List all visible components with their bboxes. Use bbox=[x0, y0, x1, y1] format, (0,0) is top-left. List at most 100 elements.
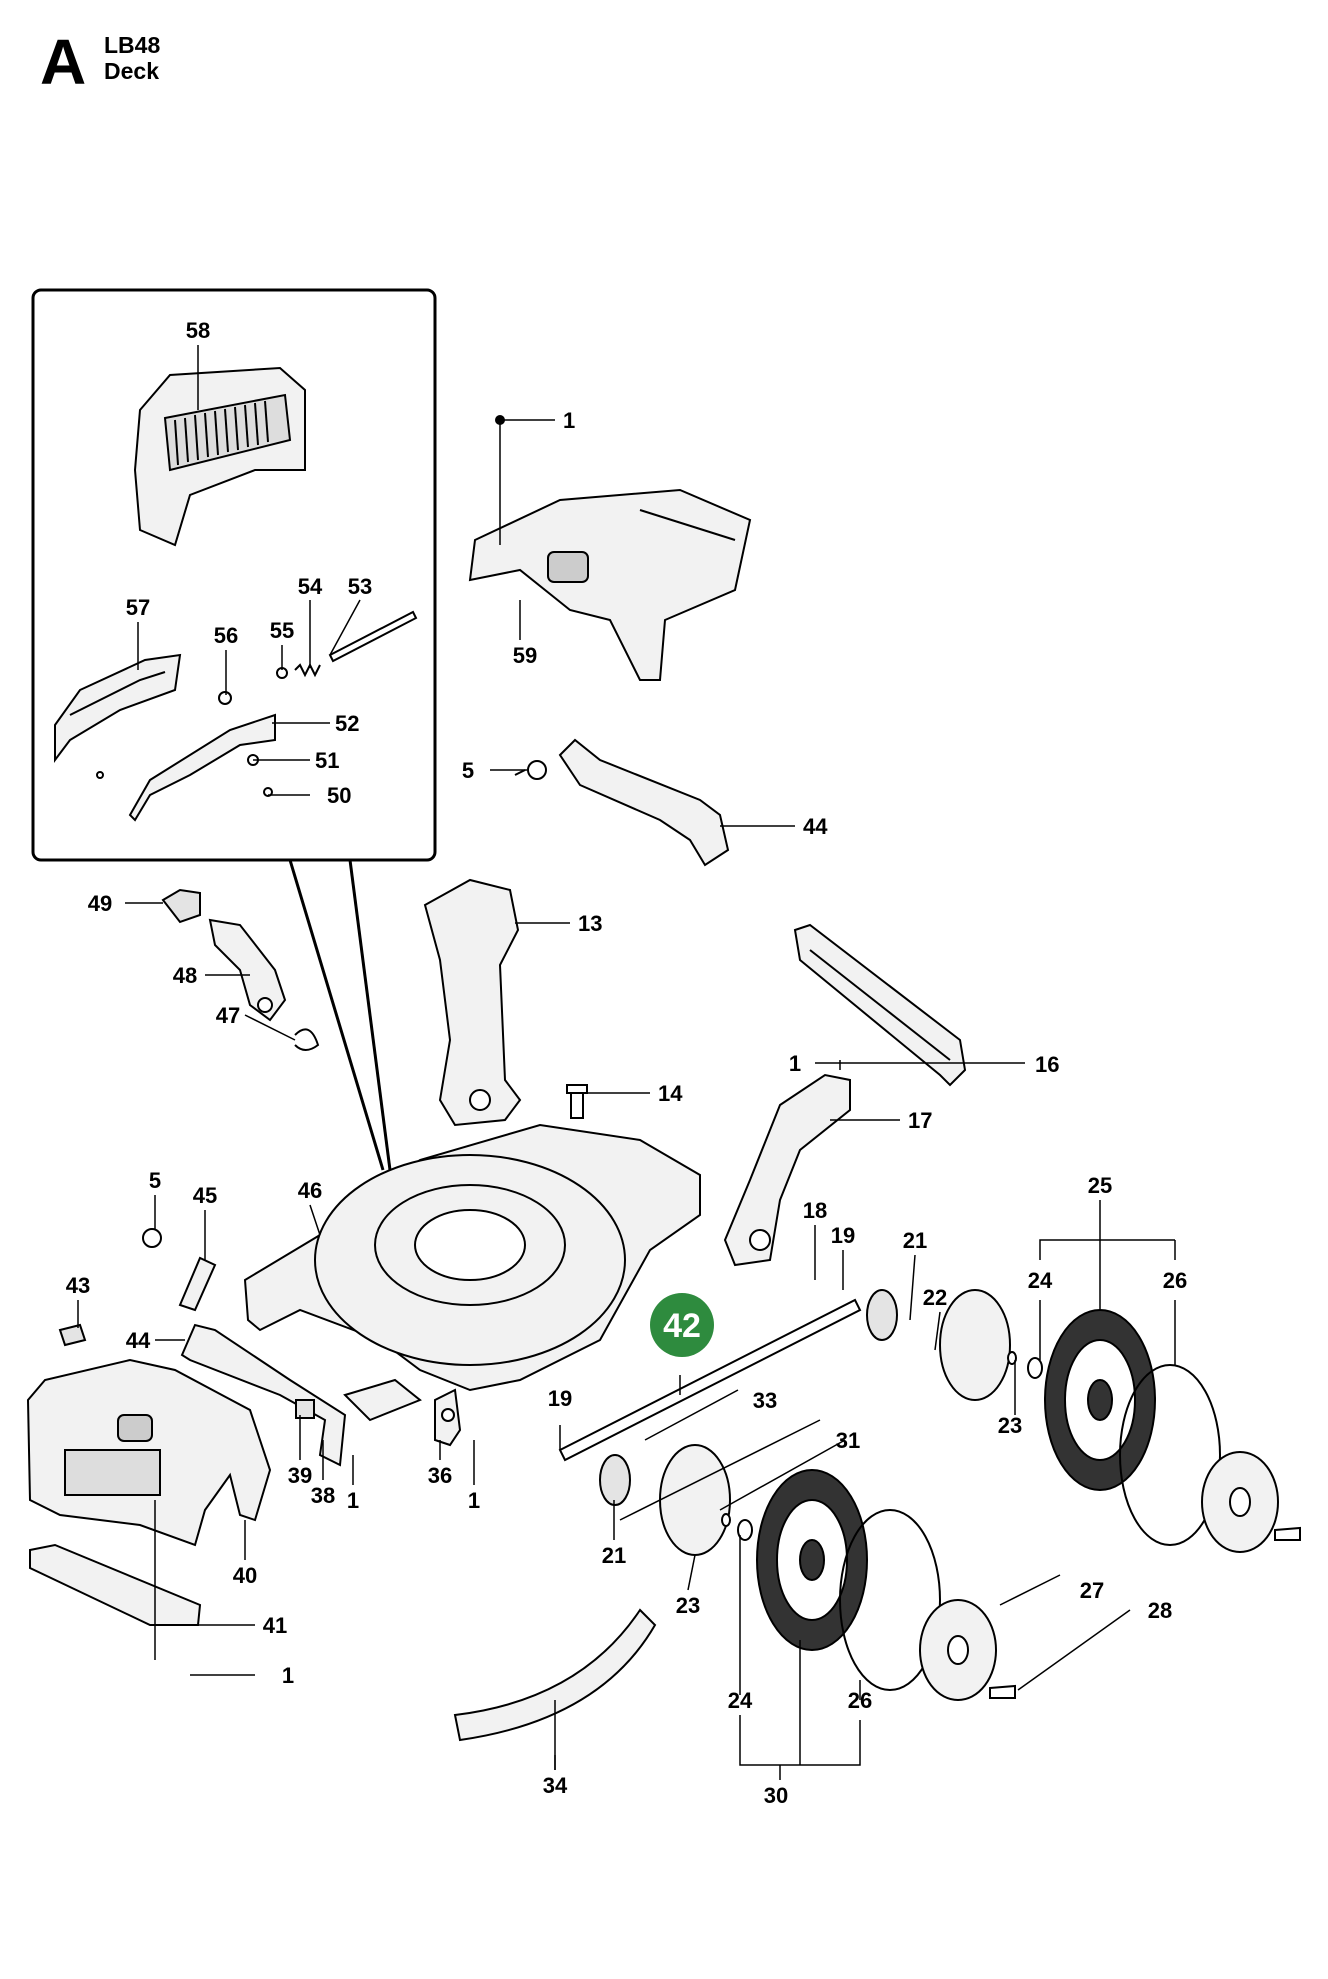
part-40-front-cover bbox=[26, 1358, 272, 1547]
highlight-label: 42 bbox=[663, 1307, 701, 1345]
callout-57: 57 bbox=[126, 595, 150, 620]
part-31-wheel-hub-plate-left bbox=[659, 1444, 731, 1556]
part-26-tire-band-right bbox=[1119, 1364, 1221, 1546]
part-17-right-handle-bracket bbox=[723, 1073, 851, 1267]
part-28-bolt-right bbox=[1274, 1526, 1301, 1541]
callout-25: 25 bbox=[1088, 1173, 1112, 1198]
callout-50: 50 bbox=[327, 783, 351, 808]
callout-23-right: 23 bbox=[998, 1413, 1022, 1438]
part-36-bracket bbox=[434, 1388, 462, 1447]
part-48-handle-latch bbox=[208, 918, 287, 1022]
model-name: LB48 bbox=[104, 32, 161, 58]
callout-26-right: 26 bbox=[1163, 1268, 1187, 1293]
callout-16: 16 bbox=[1035, 1052, 1059, 1077]
part-14-bolt bbox=[566, 1084, 588, 1119]
callout-48: 48 bbox=[173, 963, 197, 988]
callout-51: 51 bbox=[315, 748, 339, 773]
callout-13: 13 bbox=[578, 911, 602, 936]
callout-55: 55 bbox=[270, 618, 294, 643]
callout-1-top: 1 bbox=[563, 408, 575, 433]
callout-30: 30 bbox=[764, 1783, 788, 1808]
inset-detail-box bbox=[31, 288, 437, 1171]
part-39-bushing bbox=[295, 1399, 315, 1419]
callout-19-right: 19 bbox=[831, 1223, 855, 1248]
part-49-knob bbox=[161, 888, 201, 924]
part-59-top-cover bbox=[468, 488, 752, 681]
callout-58: 58 bbox=[186, 318, 210, 343]
callout-18: 18 bbox=[803, 1198, 827, 1223]
callout-39: 39 bbox=[288, 1463, 312, 1488]
part-41-front-plate bbox=[29, 1543, 202, 1626]
callout-46: 46 bbox=[298, 1178, 322, 1203]
callout-43: 43 bbox=[66, 1273, 90, 1298]
callout-53: 53 bbox=[348, 574, 372, 599]
callout-33: 33 bbox=[753, 1388, 777, 1413]
callout-24-left: 24 bbox=[728, 1688, 753, 1713]
part-52-bracket bbox=[128, 713, 276, 822]
part-46-deck bbox=[243, 1123, 701, 1422]
callout-1-bottom: 1 bbox=[282, 1663, 294, 1688]
callout-41: 41 bbox=[263, 1613, 287, 1638]
leader-lines bbox=[77, 345, 1176, 1780]
part-30-wheel-left bbox=[756, 1469, 868, 1651]
part-28-bolt-left bbox=[989, 1684, 1016, 1699]
callout-21-left: 21 bbox=[602, 1543, 626, 1568]
callout-36: 36 bbox=[428, 1463, 452, 1488]
callout-1-right: 1 bbox=[789, 1051, 801, 1076]
callout-52: 52 bbox=[335, 711, 359, 736]
callout-38: 38 bbox=[311, 1483, 335, 1508]
part-44-lever-upper bbox=[558, 738, 730, 867]
callout-labels: 58 57 56 55 54 53 52 51 50 1 59 5 44 49 … bbox=[66, 318, 1187, 1808]
callout-5-lower: 5 bbox=[149, 1168, 161, 1193]
callout-56: 56 bbox=[214, 623, 238, 648]
part-31-wheel-hub-plate-right bbox=[939, 1289, 1011, 1401]
callout-44-lower: 44 bbox=[126, 1328, 151, 1353]
callout-49: 49 bbox=[88, 891, 112, 916]
callout-5-upper: 5 bbox=[462, 758, 474, 783]
part-57-side-panel bbox=[54, 653, 182, 763]
callout-1-mid: 1 bbox=[347, 1488, 359, 1513]
part-26-tire-band-left bbox=[839, 1509, 941, 1691]
part-16-rear-bracket bbox=[793, 923, 967, 1087]
callout-44-upper: 44 bbox=[803, 814, 828, 839]
part-24-washers bbox=[721, 1351, 1043, 1541]
part-44-lever-lower bbox=[180, 1323, 347, 1467]
callout-27: 27 bbox=[1080, 1578, 1104, 1603]
callout-59: 59 bbox=[513, 643, 537, 668]
callout-31: 31 bbox=[836, 1428, 860, 1453]
part-47-clip bbox=[294, 1028, 320, 1051]
part-58-rear-cover bbox=[133, 366, 306, 547]
part-13-left-handle-bracket bbox=[423, 878, 522, 1127]
part-43-tab bbox=[58, 1323, 87, 1347]
part-21-hub-right bbox=[866, 1289, 898, 1341]
part-5-spring-lower bbox=[142, 1228, 162, 1248]
part-25-wheel-right bbox=[1044, 1309, 1156, 1491]
callout-19-left: 19 bbox=[548, 1386, 572, 1411]
callout-40: 40 bbox=[233, 1563, 257, 1588]
callout-23-left: 23 bbox=[676, 1593, 700, 1618]
callout-34: 34 bbox=[543, 1773, 568, 1798]
callout-22: 22 bbox=[923, 1285, 947, 1310]
section-letter: A bbox=[40, 26, 87, 98]
part-53-rod bbox=[328, 610, 418, 663]
callout-28: 28 bbox=[1148, 1598, 1172, 1623]
part-54-spring bbox=[294, 662, 321, 678]
part-5-spring-upper bbox=[514, 760, 547, 780]
callout-47: 47 bbox=[216, 1003, 240, 1028]
callout-14: 14 bbox=[658, 1081, 683, 1106]
part-33-axle bbox=[558, 1298, 862, 1462]
callout-21-right: 21 bbox=[903, 1228, 927, 1253]
section-name: Deck bbox=[104, 58, 159, 84]
part-21-hub-left bbox=[599, 1454, 631, 1506]
callout-54: 54 bbox=[298, 574, 323, 599]
part-45-clip bbox=[178, 1256, 217, 1312]
callout-1-axle: 1 bbox=[468, 1488, 480, 1513]
callout-24-right: 24 bbox=[1028, 1268, 1053, 1293]
part-27-hubcap-right bbox=[1201, 1451, 1279, 1553]
callout-26-left: 26 bbox=[848, 1688, 872, 1713]
part-27-hubcap-left bbox=[919, 1599, 997, 1701]
highlight-badge-42: 42 bbox=[650, 1293, 714, 1357]
callout-45: 45 bbox=[193, 1183, 217, 1208]
part-34-strip bbox=[453, 1608, 657, 1742]
